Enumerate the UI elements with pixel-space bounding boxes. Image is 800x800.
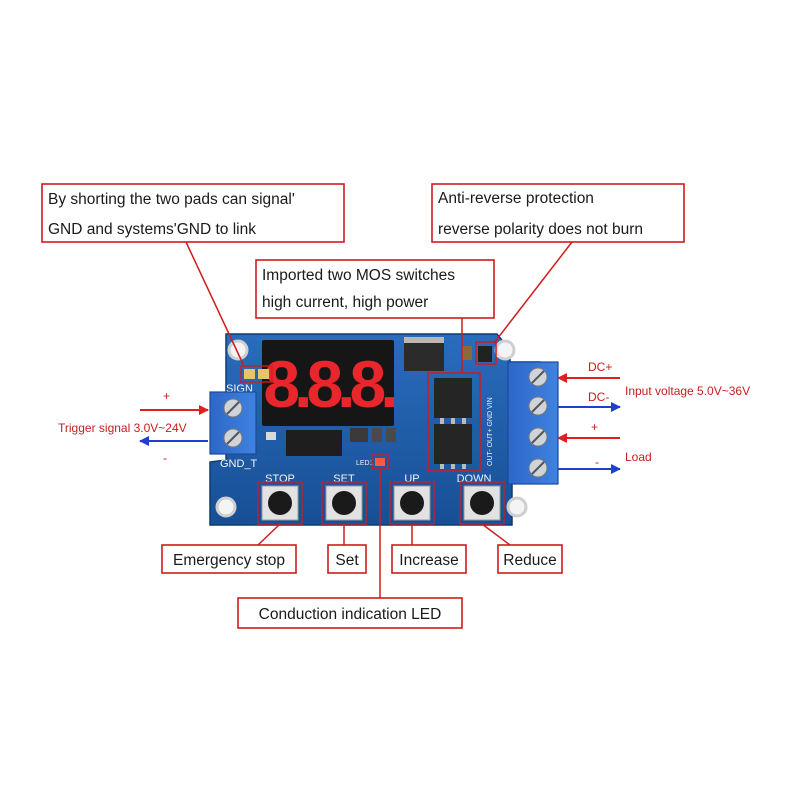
smd-part	[350, 428, 368, 442]
smd-part	[386, 428, 396, 442]
load-minus-label: -	[595, 455, 599, 469]
mounting-hole	[215, 496, 237, 518]
trigger-minus-label: -	[163, 451, 167, 465]
dc-plus-label: DC+	[588, 360, 612, 374]
callout-anti-reverse: Anti-reverse protection reverse polarity…	[431, 183, 685, 243]
callout-reduce-text: Reduce	[503, 552, 556, 569]
screw-terminal-icon	[507, 361, 559, 485]
callout-emergency-stop-text: Emergency stop	[173, 552, 285, 569]
callout-mos-line1: Imported two MOS switches	[262, 267, 455, 284]
callout-set: Set	[327, 544, 367, 574]
pads-highlight-box	[240, 365, 273, 383]
callout-conduction-led: Conduction indication LED	[237, 597, 463, 629]
mosfet-chip-icon	[434, 378, 472, 424]
silk-d2: D2	[496, 352, 505, 359]
callout-emergency-stop: Emergency stop	[161, 544, 297, 574]
smd-part	[266, 432, 276, 440]
silk-up: UP	[404, 473, 419, 485]
mounting-hole	[506, 496, 528, 518]
silk-terminal-labels: OUT- OUT+ GND VIN	[487, 397, 494, 466]
led-indicator	[375, 458, 385, 466]
leader-reduce	[481, 523, 511, 546]
mosfet-chip-icon	[434, 424, 472, 469]
short-pad	[258, 369, 269, 379]
dc-minus-label: DC-	[588, 390, 609, 404]
silk-set: SET	[333, 473, 355, 485]
silk-stop: STOP	[265, 473, 295, 485]
push-button-set[interactable]	[325, 485, 363, 521]
callout-set-text: Set	[335, 552, 359, 569]
leader-emergency-stop	[257, 523, 281, 546]
silk-gnd: GND_T	[220, 458, 258, 470]
silk-led1: LED1	[356, 460, 374, 467]
callout-signal-gnd: By shorting the two pads can signal' GND…	[41, 183, 345, 243]
callout-anti-reverse-line1: Anti-reverse protection	[438, 190, 594, 207]
smd-resistor	[462, 346, 472, 360]
push-button-down[interactable]	[463, 485, 501, 521]
callout-reduce: Reduce	[497, 544, 563, 574]
display-digits: 8.8.8.	[263, 347, 394, 421]
screw-terminal-icon	[209, 391, 257, 455]
callout-mos: Imported two MOS switches high current, …	[255, 259, 495, 319]
callout-signal-gnd-line2: GND and systems'GND to link	[48, 221, 256, 238]
input-voltage-label: Input voltage 5.0V~36V	[625, 384, 750, 398]
trigger-plus-label: +	[163, 389, 170, 403]
callout-conduction-led-text: Conduction indication LED	[259, 606, 442, 623]
pcb-board: 8.8.8. D2 OUT- OUT+ GND VIN LED1	[209, 333, 541, 526]
load-label: Load	[625, 450, 652, 464]
diode-highlight-box	[475, 341, 497, 365]
silk-down: DOWN	[457, 473, 492, 485]
seven-segment-display: 8.8.8.	[262, 340, 400, 426]
regulator-chip-icon	[404, 337, 444, 371]
leader-signal-gnd	[185, 241, 245, 367]
diode-d2	[478, 346, 492, 362]
push-button-stop[interactable]	[261, 485, 299, 521]
callout-increase: Increase	[391, 544, 467, 574]
callout-signal-gnd-line1: By shorting the two pads can signal'	[48, 191, 295, 208]
callout-increase-text: Increase	[399, 552, 458, 569]
trigger-signal-label: Trigger signal 3.0V~24V	[58, 421, 187, 435]
ic-chip	[286, 430, 342, 456]
leader-anti-reverse	[493, 241, 573, 344]
load-plus-label: +	[591, 420, 598, 434]
smd-part	[372, 428, 382, 442]
push-button-up[interactable]	[393, 485, 431, 521]
short-pad	[244, 369, 255, 379]
callout-mos-line2: high current, high power	[262, 294, 428, 311]
mounting-hole	[227, 339, 249, 361]
callout-anti-reverse-line2: reverse polarity does not burn	[438, 221, 643, 238]
mos-highlight-box	[427, 372, 481, 472]
